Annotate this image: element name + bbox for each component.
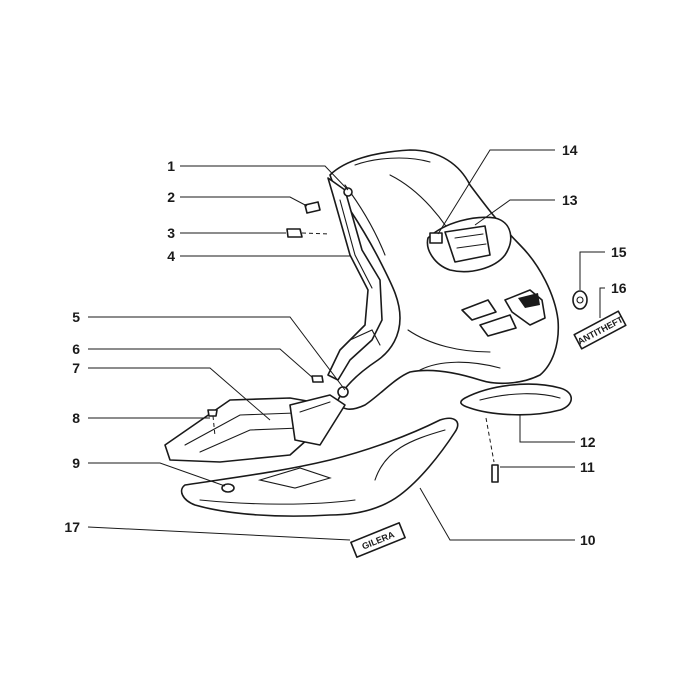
- screw-11: [491, 464, 499, 483]
- screw-6: [311, 375, 324, 383]
- screw-2: [304, 201, 321, 214]
- callout-5: 5: [72, 309, 80, 325]
- gilera-decal: GILERA: [350, 522, 406, 558]
- callout-10: 10: [580, 532, 596, 548]
- callout-16: 16: [611, 280, 627, 296]
- callout-11: 11: [580, 459, 595, 475]
- callout-15: 15: [611, 244, 627, 260]
- fasteners: [207, 187, 588, 493]
- callout-7: 7: [72, 360, 80, 376]
- leader-lines: [87, 149, 605, 541]
- screw-8: [207, 409, 218, 417]
- callout-14: 14: [562, 142, 578, 158]
- screw-3: [286, 228, 303, 238]
- callout-17: 17: [64, 519, 80, 535]
- callout-4: 4: [167, 248, 175, 264]
- callout-12: 12: [580, 434, 596, 450]
- headlight-mask: [426, 216, 512, 273]
- grommet-15: [572, 290, 588, 310]
- front-mudguard: [460, 383, 573, 416]
- callout-9: 9: [72, 455, 80, 471]
- front-shield: [329, 149, 560, 410]
- callout-6: 6: [72, 341, 80, 357]
- clip-5: [337, 386, 349, 398]
- callout-2: 2: [167, 189, 175, 205]
- callout-1: 1: [167, 158, 175, 174]
- clip-1: [343, 187, 353, 197]
- indicator-lights: [461, 289, 546, 337]
- footboard: [164, 394, 346, 463]
- callout-13: 13: [562, 192, 578, 208]
- bulb-socket: [429, 232, 443, 244]
- lower-spoiler: [180, 417, 459, 517]
- callout-labels: 1 2 3 4 5 6 7 8 9 10 11 12 13 14 15 16 1…: [64, 142, 626, 548]
- callout-3: 3: [167, 225, 175, 241]
- callout-8: 8: [72, 410, 80, 426]
